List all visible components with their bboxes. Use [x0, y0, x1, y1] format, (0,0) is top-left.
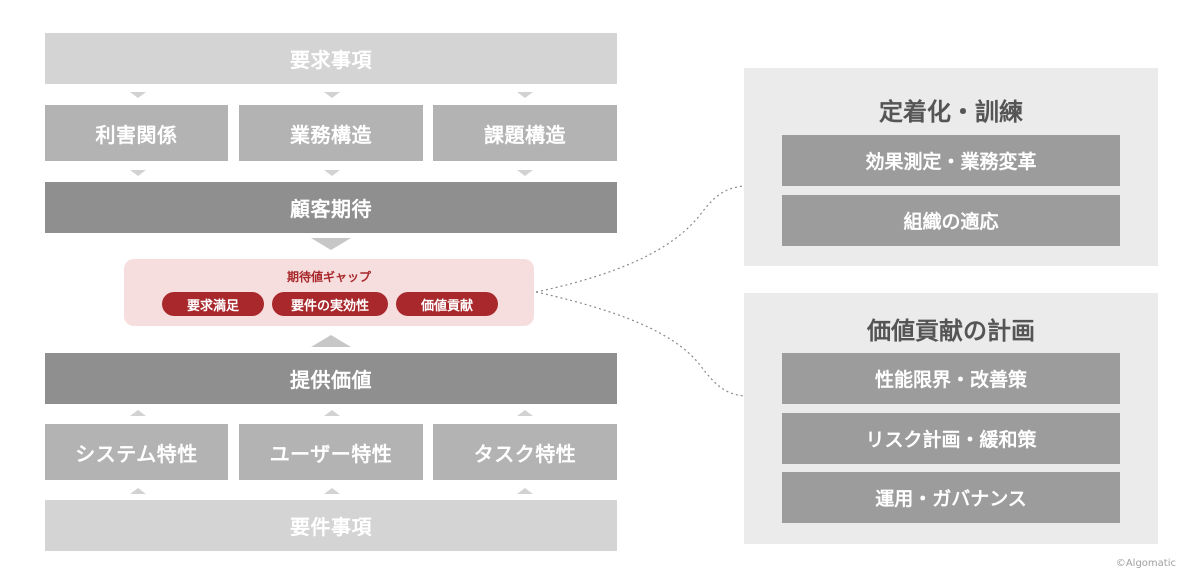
provided-value-bar: 提供価値 — [45, 353, 617, 404]
arrow-up-icon — [517, 488, 533, 494]
task-characteristics-box: タスク特性 — [433, 424, 617, 480]
connector-lower — [535, 291, 745, 397]
system-characteristics-box: システム特性 — [45, 424, 228, 480]
arrow-down-icon — [130, 170, 146, 176]
connector-upper — [535, 185, 745, 293]
panel-item-risk-plan: リスク計画・緩和策 — [782, 413, 1120, 464]
arrow-down-icon — [517, 92, 533, 98]
arrow-up-icon — [130, 410, 146, 416]
requirements-header: 要求事項 — [45, 33, 617, 84]
arrow-up-icon — [324, 488, 340, 494]
panel-item-performance-limits: 性能限界・改善策 — [782, 353, 1120, 404]
panel-value-plan-title: 価値貢献の計画 — [867, 317, 1035, 345]
gap-pill-requirement-satisfaction: 要求満足 — [162, 292, 264, 316]
customer-expectation-bar: 顧客期待 — [45, 182, 617, 233]
arrow-down-icon — [130, 92, 146, 98]
arrow-up-large-icon — [311, 335, 351, 347]
stakeholder-box: 利害関係 — [45, 105, 228, 161]
gap-pill-value-contribution: 価値貢献 — [396, 292, 498, 316]
gap-title: 期待値ギャップ — [286, 270, 371, 284]
problem-structure-box: 課題構造 — [433, 105, 617, 161]
arrow-down-icon — [324, 92, 340, 98]
panel-item-operations-governance: 運用・ガバナンス — [782, 472, 1120, 523]
gap-pill-requirement-effectiveness: 要件の実効性 — [272, 292, 388, 316]
expectation-gap-box: 期待値ギャップ 要求満足 要件の実効性 価値貢献 — [124, 259, 534, 326]
credit-text: ©Algomatic — [1115, 558, 1176, 569]
arrow-down-large-icon — [311, 238, 351, 250]
panel-item-effect-measurement: 効果測定・業務変革 — [782, 135, 1120, 186]
user-characteristics-box: ユーザー特性 — [239, 424, 423, 480]
panel-adoption-training: 定着化・訓練 効果測定・業務変革 組織の適応 — [744, 68, 1158, 266]
panel-item-organization-adaptation: 組織の適応 — [782, 195, 1120, 246]
arrow-up-icon — [324, 410, 340, 416]
requirement-items-footer: 要件事項 — [45, 500, 617, 551]
panel-adoption-title: 定着化・訓練 — [879, 98, 1023, 126]
panel-value-contribution-plan: 価値貢献の計画 性能限界・改善策 リスク計画・緩和策 運用・ガバナンス — [744, 293, 1158, 544]
arrow-down-icon — [517, 170, 533, 176]
arrow-up-icon — [130, 488, 146, 494]
arrow-up-icon — [517, 410, 533, 416]
arrow-down-icon — [324, 170, 340, 176]
business-structure-box: 業務構造 — [239, 105, 423, 161]
